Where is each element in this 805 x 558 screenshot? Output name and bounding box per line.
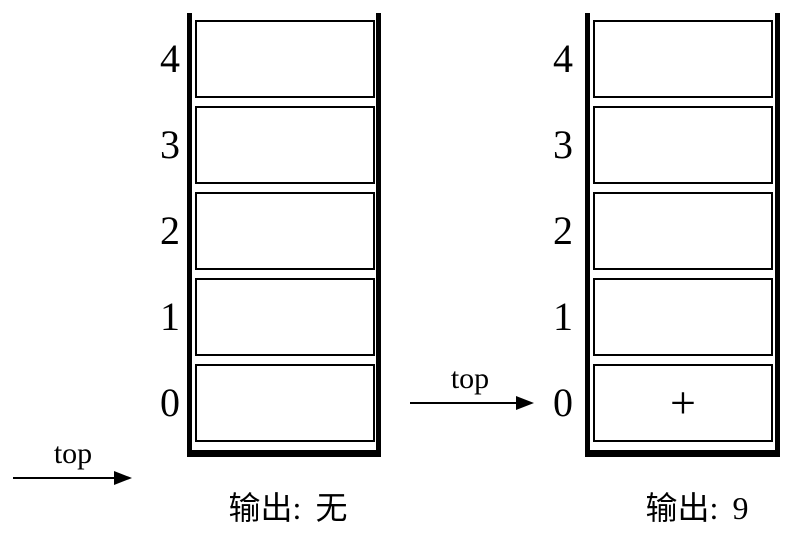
left-stack-base xyxy=(187,450,381,457)
left-output-text: 输出: 无 xyxy=(168,490,408,526)
left-stack-left-wall xyxy=(187,13,192,457)
right-stack-right-wall xyxy=(775,13,780,457)
right-slot-index-0: 0 xyxy=(553,380,573,425)
left-top-pointer-arrow-line xyxy=(13,477,114,479)
left-slot-index-4: 4 xyxy=(160,36,180,81)
right-output-value: 9 xyxy=(732,490,749,526)
right-slot-index-1: 1 xyxy=(553,294,573,339)
right-output-label: 输出: xyxy=(645,490,719,526)
left-stack-right-wall xyxy=(376,13,381,457)
left-slot-index-2: 2 xyxy=(160,208,180,253)
right-slot-index-2: 2 xyxy=(553,208,573,253)
left-output-value: 无 xyxy=(315,490,348,526)
right-stack-base xyxy=(585,450,780,457)
right-stack-cell-4 xyxy=(593,20,773,98)
left-stack-cell-4 xyxy=(195,20,375,98)
left-slot-index-3: 3 xyxy=(160,122,180,167)
right-top-pointer-arrow-line xyxy=(410,402,516,404)
left-slot-index-1: 1 xyxy=(160,294,180,339)
right-top-pointer-label: top xyxy=(450,362,490,395)
right-stack-cell-0: + xyxy=(593,364,773,442)
right-stack-left-wall xyxy=(585,13,590,457)
right-stack-cell-1 xyxy=(593,278,773,356)
right-stack-cell-3 xyxy=(593,106,773,184)
right-slot-index-4: 4 xyxy=(553,36,573,81)
left-top-pointer-label: top xyxy=(53,437,93,470)
left-stack-cell-1 xyxy=(195,278,375,356)
right-stack-cell-2 xyxy=(593,192,773,270)
right-output-text: 输出: 9 xyxy=(577,490,805,526)
left-stack-cell-2 xyxy=(195,192,375,270)
left-slot-index-0: 0 xyxy=(160,380,180,425)
left-top-pointer-arrowhead-icon xyxy=(114,471,132,485)
right-cell-0-content: + xyxy=(670,377,696,428)
left-stack-cell-0 xyxy=(195,364,375,442)
right-top-pointer-arrowhead-icon xyxy=(516,396,534,410)
right-slot-index-3: 3 xyxy=(553,122,573,167)
left-output-label: 输出: xyxy=(228,490,302,526)
left-stack-cell-3 xyxy=(195,106,375,184)
